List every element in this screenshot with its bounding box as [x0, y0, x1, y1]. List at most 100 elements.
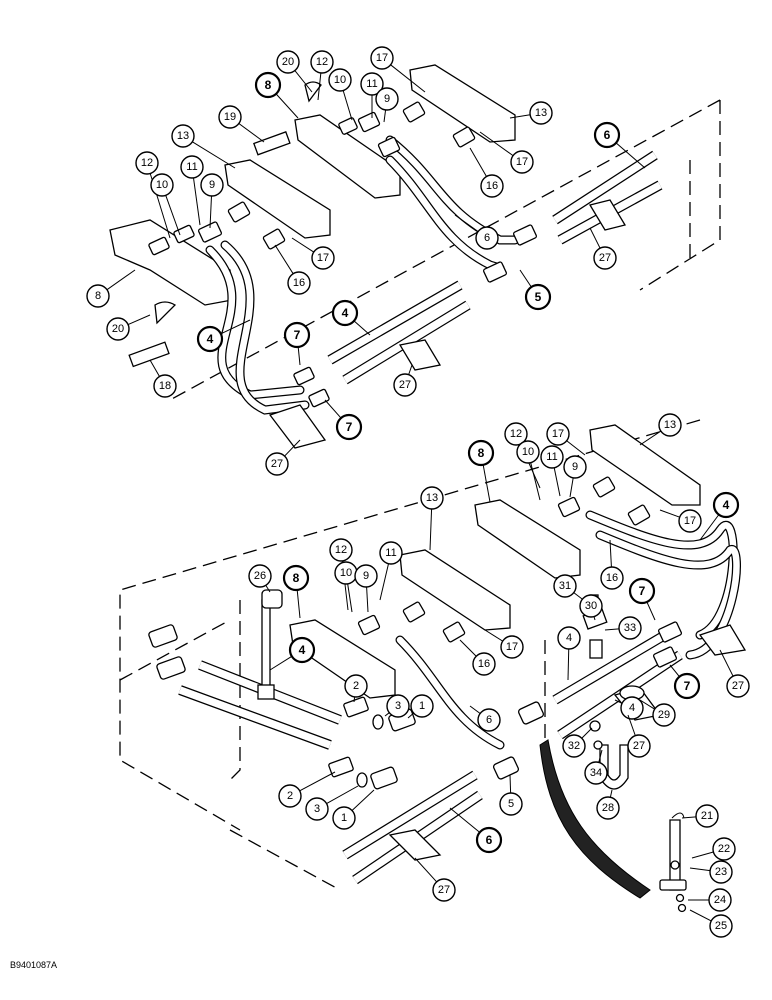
callout-circle [379, 541, 403, 565]
callout-10: 10 [150, 173, 174, 197]
callout-number: 17 [376, 52, 388, 64]
callout-30: 30 [579, 594, 603, 618]
callout-number: 16 [606, 572, 618, 584]
callout-leader [192, 141, 236, 169]
callout-number: 12 [510, 428, 522, 440]
callout-leader [351, 789, 375, 811]
callout-circle [708, 888, 732, 912]
callout-circle [135, 151, 159, 175]
callout-circle [282, 564, 310, 592]
callout-number: 7 [639, 584, 646, 598]
callout-circle [329, 538, 353, 562]
callout-circle [695, 804, 719, 828]
callout-circle [375, 87, 399, 111]
callout-leader [296, 589, 301, 619]
callout-17: 17 [546, 422, 570, 446]
callout-number: 30 [585, 600, 597, 612]
callout-leader [604, 628, 620, 631]
callout-number: 4 [342, 306, 349, 320]
callout-circle [475, 826, 503, 854]
document-number: B9401087A [10, 960, 58, 970]
callout-number: 4 [299, 643, 306, 657]
callout-circle [86, 284, 110, 308]
callout-leader [220, 319, 251, 335]
callout-number: 9 [363, 570, 369, 582]
callout-27: 27 [726, 674, 750, 698]
callout-number: 16 [478, 658, 490, 670]
callout-circle [171, 124, 195, 148]
callout-number: 3 [395, 700, 401, 712]
callout-number: 10 [334, 74, 346, 86]
callout-12: 12 [329, 538, 353, 562]
lower-assembly [148, 424, 747, 913]
callout-number: 17 [516, 156, 528, 168]
callout-number: 32 [568, 740, 580, 752]
callout-number: 5 [508, 798, 514, 810]
callout-circle [196, 325, 224, 353]
callout-circle [150, 173, 174, 197]
callout-number: 8 [265, 78, 272, 92]
callout-circle [712, 491, 740, 519]
callout-number: 4 [566, 632, 572, 644]
callout-20: 20 [276, 50, 300, 74]
callout-circle [265, 452, 289, 476]
callout-circle [510, 150, 534, 174]
callout-leader [269, 655, 293, 671]
callout-circle [276, 50, 300, 74]
callout-2: 2 [278, 784, 302, 808]
callout-circle [106, 317, 130, 341]
callout-circle [344, 674, 368, 698]
callout-number: 9 [384, 93, 390, 105]
callout-number: 10 [340, 567, 352, 579]
callout-number: 12 [141, 157, 153, 169]
callout-16: 16 [600, 566, 624, 590]
callout-leader [284, 439, 301, 457]
callout-circle [678, 509, 702, 533]
callout-10: 10 [516, 440, 540, 464]
callout-leader [353, 320, 371, 336]
callout-leader [484, 629, 503, 642]
callout-number: 4 [723, 498, 730, 512]
callout-circle [504, 422, 528, 446]
callout-number: 33 [624, 622, 636, 634]
callout-circle [218, 105, 242, 129]
callout-leader [414, 857, 437, 883]
callout-9: 9 [375, 87, 399, 111]
callout-11: 11 [180, 155, 204, 179]
callout-circle [600, 566, 624, 590]
callout-leader [317, 72, 322, 101]
callout-leader [366, 586, 369, 613]
callout-leader [659, 509, 680, 518]
callout-leader [429, 508, 433, 551]
callout-leader [567, 648, 570, 681]
callout-13: 13 [529, 101, 553, 125]
callout-17: 17 [510, 150, 534, 174]
callout-circle [596, 796, 620, 820]
callout-number: 20 [112, 323, 124, 335]
callout-circle [540, 445, 564, 469]
callout-number: 13 [664, 419, 676, 431]
callout-number: 34 [590, 767, 602, 779]
callout-leader [639, 430, 662, 446]
callout-leader [699, 514, 720, 541]
callout-4: 4 [712, 491, 740, 519]
callout-number: 11 [385, 547, 396, 559]
callout-number: 4 [207, 332, 214, 346]
callout-27: 27 [627, 734, 651, 758]
callout-22: 22 [712, 837, 736, 861]
callout-circle [516, 440, 540, 464]
callout-11: 11 [540, 445, 564, 469]
callout-1: 1 [410, 694, 434, 718]
callout-circle [726, 674, 750, 698]
callout-circle [305, 797, 329, 821]
callout-number: 16 [293, 277, 305, 289]
callout-17: 17 [311, 246, 335, 270]
callout-leader [342, 90, 353, 121]
callout-9: 9 [354, 564, 378, 588]
callout-16: 16 [287, 271, 311, 295]
callout-4: 4 [620, 696, 644, 720]
callout-leader [265, 585, 271, 593]
callout-number: 22 [718, 843, 730, 855]
callout-circle [593, 121, 621, 149]
